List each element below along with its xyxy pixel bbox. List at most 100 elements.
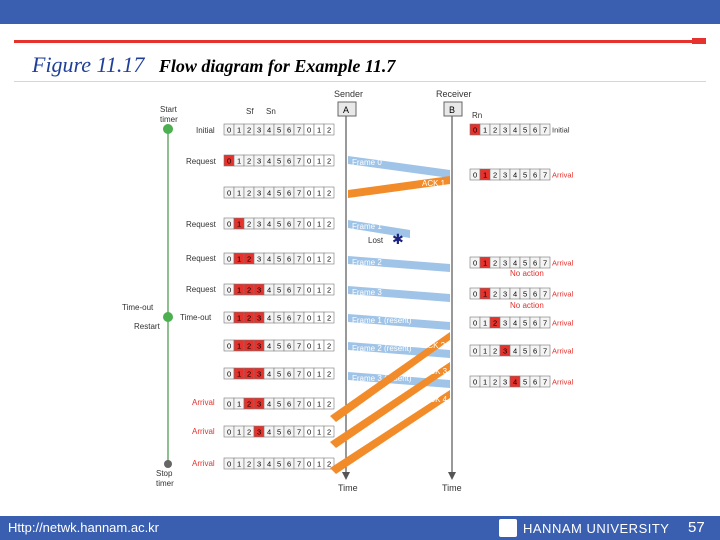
receiver-event-label: Arrival	[552, 290, 574, 299]
receiver-window-digit: 6	[533, 319, 537, 328]
sender-label: Sender	[334, 89, 363, 99]
frame-3-resent-label: Frame 3 (resent)	[352, 374, 412, 383]
sender-window-digit: 1	[317, 255, 321, 264]
sender-window-digit: 5	[277, 126, 281, 135]
receiver-node	[443, 101, 463, 117]
sender-window-digit: 2	[247, 189, 251, 198]
sender-window-digit: 2	[247, 255, 251, 264]
sender-window-digit: 1	[317, 126, 321, 135]
sender-window-digit: 7	[297, 314, 301, 323]
ack-3-arrow	[330, 362, 450, 448]
sender-window-digit: 7	[297, 428, 301, 437]
frame-3-arrow	[348, 286, 450, 302]
receiver-window-digit: 1	[483, 290, 487, 299]
receiver-window-digit: 7	[543, 347, 547, 356]
sender-window-digit: 4	[267, 428, 271, 437]
receiver-window-cell	[539, 168, 551, 181]
sender-window-digit: 5	[277, 460, 281, 469]
receiver-window-digit: 7	[543, 378, 547, 387]
sender-window-digit: 2	[327, 255, 331, 264]
sender-window-digit: 5	[277, 189, 281, 198]
frame-3-label: Frame 3	[352, 288, 382, 297]
sender-window-digit: 0	[307, 314, 311, 323]
ack-4-arrow	[330, 390, 450, 474]
receiver-window-digit: 0	[473, 126, 477, 135]
sender-window-digit: 5	[277, 255, 281, 264]
sender-window-digit: 2	[247, 460, 251, 469]
sender-event-4: Request	[186, 285, 217, 294]
receiver-window-digit: 6	[533, 347, 537, 356]
rn-label: Rn	[472, 111, 482, 120]
restart-label: Restart	[134, 322, 161, 331]
sender-event-5: Time-out	[180, 313, 212, 322]
sender-window-digit: 1	[317, 157, 321, 166]
sender-window-digit: 7	[297, 189, 301, 198]
sender-window-digit: 1	[237, 400, 241, 409]
receiver-window-digit: 1	[483, 259, 487, 268]
sender-window-digit: 0	[227, 370, 231, 379]
sender-event-3: Request	[186, 254, 217, 263]
sender-window-digit: 1	[317, 189, 321, 198]
receiver-event-label: Arrival	[552, 378, 574, 387]
stop-timer-label-2: timer	[156, 479, 174, 488]
sender-window-digit: 0	[307, 370, 311, 379]
receiver-window-digit: 0	[473, 319, 477, 328]
slide-title: Figure 11.17 Flow diagram for Example 11…	[32, 52, 395, 78]
sender-window-digit: 0	[307, 460, 311, 469]
sender-window-digit: 0	[227, 255, 231, 264]
sender-window-cell	[323, 339, 335, 352]
receiver-window-digit: 1	[483, 126, 487, 135]
frame-1-resent-arrow	[348, 314, 450, 330]
sender-window-digit: 1	[317, 400, 321, 409]
sender-window-digit: 2	[327, 460, 331, 469]
receiver-window-digit: 4	[513, 259, 517, 268]
sender-node-label: A	[343, 105, 349, 115]
footer-url[interactable]: Http://netwk.hannam.ac.kr	[8, 520, 160, 535]
no-action-1: No action	[510, 269, 544, 278]
sender-window-digit: 2	[327, 286, 331, 295]
sender-window-digit: 0	[307, 400, 311, 409]
lost-label: Lost	[368, 236, 384, 245]
sender-window-digit: 5	[277, 314, 281, 323]
sender-window-digit: 3	[257, 189, 261, 198]
title-rule-cap	[692, 38, 706, 44]
sender-window-cell	[323, 217, 335, 230]
sender-window-digit: 6	[287, 286, 291, 295]
receiver-window-digit: 5	[523, 171, 527, 180]
ack-1-label: ACK 1	[422, 179, 446, 188]
receiver-window-cell	[539, 344, 551, 357]
receiver-window-digit: 2	[493, 171, 497, 180]
receiver-window-digit: 5	[523, 290, 527, 299]
sender-window-digit: 2	[327, 400, 331, 409]
receiver-window-digit: 5	[523, 319, 527, 328]
receiver-window-digit: 5	[523, 347, 527, 356]
sender-window-digit: 0	[227, 342, 231, 351]
sender-window-digit: 4	[267, 370, 271, 379]
sender-window-cell	[323, 311, 335, 324]
receiver-event-label: Arrival	[552, 319, 574, 328]
sender-window-digit: 3	[257, 157, 261, 166]
sender-window-digit: 5	[277, 428, 281, 437]
sf-label: Sf	[246, 107, 254, 116]
receiver-window-digit: 4	[513, 319, 517, 328]
sn-label: Sn	[266, 107, 276, 116]
sender-window-digit: 6	[287, 342, 291, 351]
sender-window-digit: 6	[287, 370, 291, 379]
frame-1-resent-label: Frame 1 (resent)	[352, 316, 412, 325]
sender-window-digit: 0	[227, 189, 231, 198]
title-underline	[14, 81, 706, 82]
sender-event-0: Initial	[196, 126, 215, 135]
sender-window-cell	[323, 397, 335, 410]
sender-window-digit: 6	[287, 157, 291, 166]
receiver-window-digit: 3	[503, 347, 507, 356]
start-timer-label-2: timer	[160, 115, 178, 124]
receiver-window-digit: 0	[473, 259, 477, 268]
sender-window-digit: 5	[277, 342, 281, 351]
receiver-window-digit: 7	[543, 259, 547, 268]
receiver-window-digit: 4	[513, 347, 517, 356]
receiver-window-digit: 5	[523, 126, 527, 135]
sender-window-digit: 6	[287, 220, 291, 229]
sender-event-8: Arrival	[192, 459, 215, 468]
sender-window-digit: 0	[307, 428, 311, 437]
